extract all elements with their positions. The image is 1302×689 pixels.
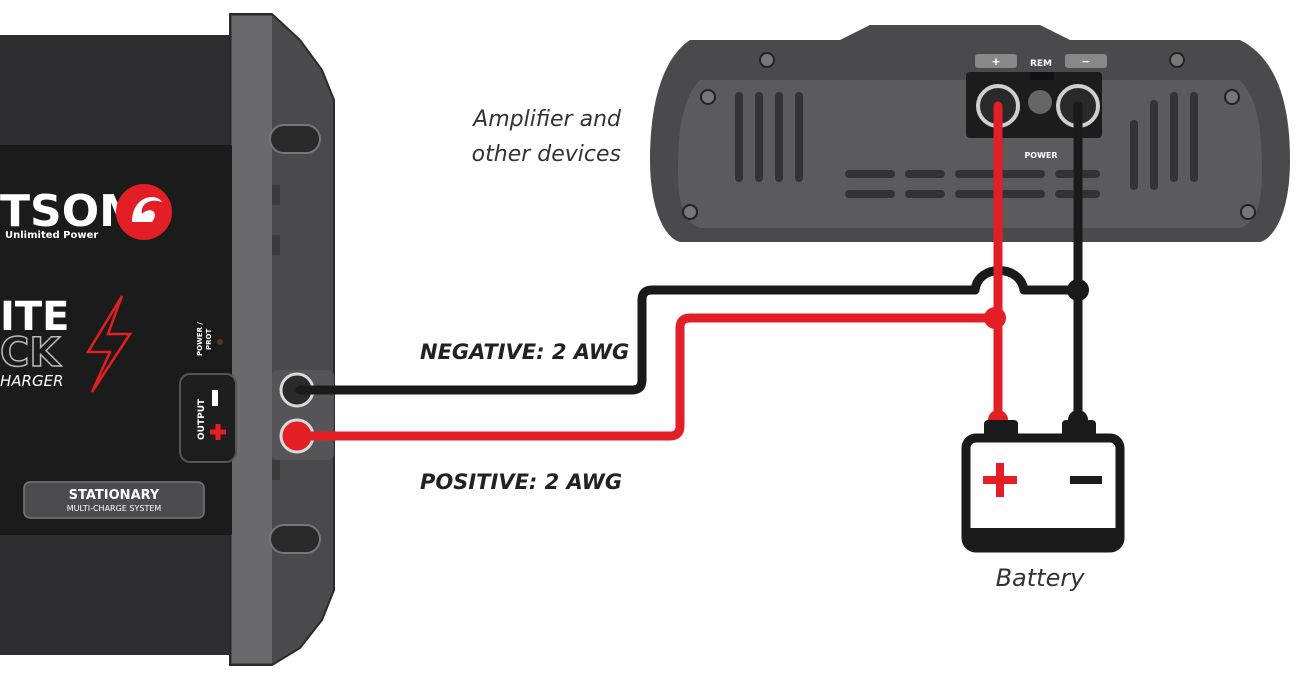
output-minus-icon — [212, 390, 218, 406]
positive-wire — [295, 101, 1003, 441]
output-label: OUTPUT — [197, 398, 207, 440]
amp-minus-label: − — [1081, 55, 1090, 68]
charger-model-text-1: ITE — [0, 294, 70, 340]
positive-wire-label: POSITIVE: 2 AWG — [420, 470, 622, 494]
charger-model-text-3: HARGER — [0, 372, 64, 390]
amplifier-device: + − REM POWER — [650, 25, 1290, 242]
badge-multi-charge: MULTI-CHARGE SYSTEM — [67, 504, 162, 513]
power-prot-label-2: PROT — [205, 329, 213, 350]
negative-junction — [1067, 279, 1089, 301]
output-plus-icon — [210, 424, 226, 440]
charger-device: TSOM Unlimited Power ITE CK HARGER POWER… — [0, 13, 335, 666]
amp-plus-label: + — [991, 55, 1000, 68]
charger-brand-tagline: Unlimited Power — [5, 230, 98, 241]
lightning-icon — [85, 295, 133, 393]
amplifier-label-line1: Amplifier and — [471, 107, 622, 132]
power-led-icon — [217, 339, 223, 345]
power-prot-label-1: POWER / — [196, 322, 204, 356]
amplifier-label-line2: other devices — [472, 142, 621, 167]
battery-label: Battery — [996, 564, 1086, 592]
battery-icon — [961, 420, 1125, 553]
badge-stationary: STATIONARY — [69, 488, 160, 503]
amp-power-label: POWER — [1024, 151, 1057, 160]
charger-model-text-2: CK — [0, 330, 62, 376]
positive-junction — [984, 307, 1006, 329]
brand-logo-icon — [116, 184, 172, 240]
amp-rem-label: REM — [1030, 59, 1052, 69]
negative-wire-label: NEGATIVE: 2 AWG — [420, 340, 629, 364]
